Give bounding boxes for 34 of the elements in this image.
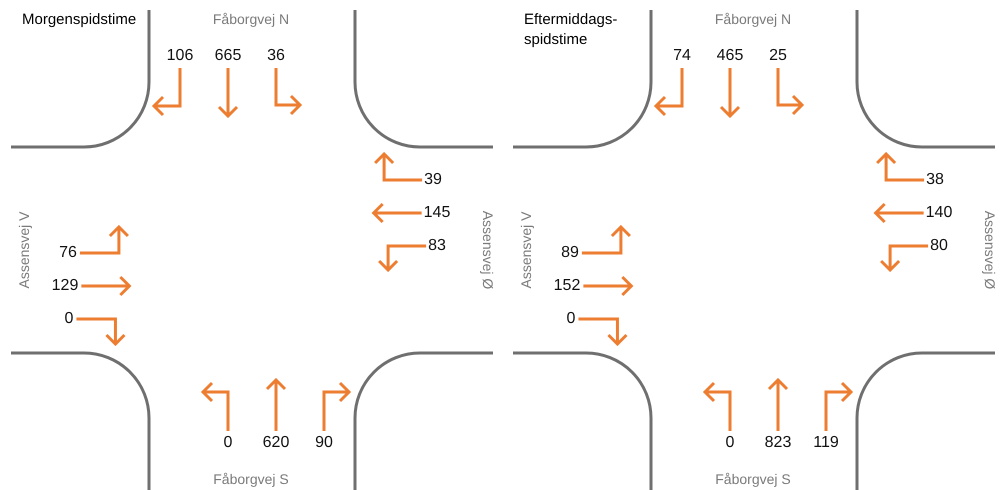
traffic-count: 119 — [813, 435, 839, 451]
traffic-count: 129 — [52, 278, 78, 294]
traffic-count: 0 — [726, 435, 734, 451]
traffic-count: 38 — [926, 172, 944, 188]
traffic-count: 36 — [267, 48, 285, 64]
traffic-count: 39 — [424, 172, 442, 188]
road-name: Fåborgvej N — [714, 10, 792, 28]
road-name: Assensvej V — [516, 211, 535, 289]
traffic-count: 90 — [315, 435, 333, 451]
traffic-count: 74 — [673, 48, 691, 64]
traffic-count: 0 — [224, 435, 232, 451]
traffic-count: 0 — [64, 311, 74, 327]
traffic-count: 80 — [930, 238, 948, 254]
road-name: Assensvej Ø — [981, 210, 1000, 290]
traffic-count: 823 — [764, 435, 792, 451]
traffic-count: 0 — [566, 311, 576, 327]
panel-title: Morgenspidstime — [22, 10, 136, 30]
panel-title: Eftermiddags- spidstime — [524, 10, 618, 49]
traffic-count: 83 — [428, 238, 446, 254]
traffic-count: 106 — [166, 48, 194, 64]
road-name: Fåborgvej S — [715, 470, 791, 488]
traffic-count: 145 — [424, 205, 450, 221]
road-name: Assensvej V — [14, 211, 33, 289]
traffic-count: 76 — [59, 245, 77, 261]
traffic-count: 25 — [769, 48, 787, 64]
road-name: Fåborgvej S — [213, 470, 289, 488]
traffic-count: 465 — [716, 48, 744, 64]
traffic-count: 140 — [926, 205, 952, 221]
traffic-count: 665 — [214, 48, 242, 64]
road-name: Fåborgvej N — [212, 10, 290, 28]
road-name: Assensvej Ø — [479, 210, 498, 290]
traffic-count: 89 — [561, 245, 579, 261]
traffic-count: 152 — [554, 278, 580, 294]
traffic-count: 620 — [262, 435, 290, 451]
